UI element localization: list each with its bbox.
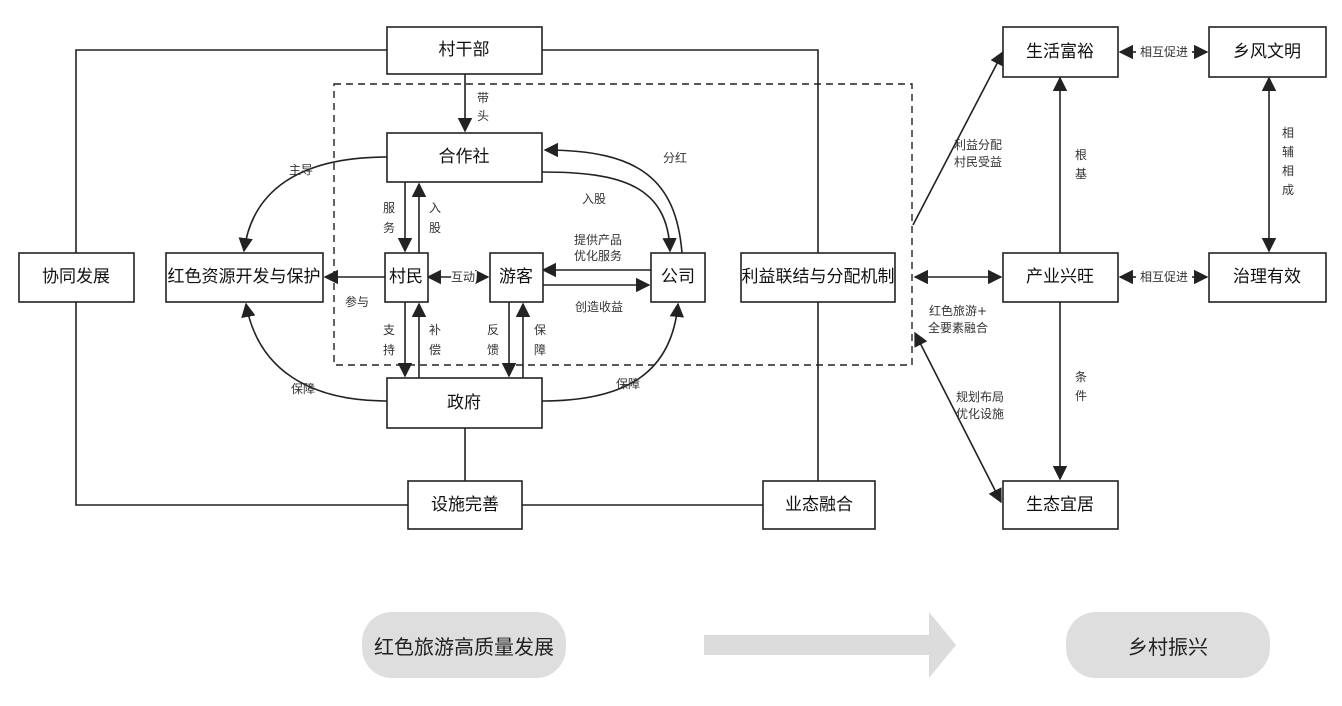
node-hongse: 红色资源开发与保护 [165,252,324,303]
label-fankui-1: 反 [487,323,499,337]
node-chanye-label: 产业兴旺 [1026,267,1094,287]
label-guihua-2: 优化设施 [956,407,1004,421]
label-tiaojian-2: 件 [1075,389,1087,403]
node-gongsi-label: 公司 [661,267,695,287]
label-baozhang-right: 保障 [616,376,640,391]
node-shenghuo-label: 生活富裕 [1026,42,1094,62]
label-rugu: 入股 [582,192,606,206]
outer-frame-lines [75,49,819,506]
label-hongselvyou-2: 全要素融合 [928,320,988,335]
node-chanye: 产业兴旺 [1002,252,1119,303]
label-fankui-2: 馈 [487,343,499,357]
node-shengtai: 生态宜居 [1002,480,1119,530]
label-liyifenpei-2: 村民受益 [954,155,1002,169]
label-baozhang-left: 保障 [291,381,315,396]
node-sheshi: 设施完善 [407,480,523,530]
label-buchang-2: 偿 [429,342,441,357]
label-fuwu-2: 务 [383,220,395,235]
bottom-pill-left: 红色旅游高质量发展 [362,612,566,678]
node-shenghuo: 生活富裕 [1002,26,1119,78]
node-youke: 游客 [489,252,544,303]
node-youke-label: 游客 [499,267,533,287]
node-zhili: 治理有效 [1208,252,1327,303]
node-xietong: 协同发展 [18,252,135,303]
label-xiangfu-2: 辅 [1282,145,1294,159]
node-cungan: 村干部 [386,26,543,75]
node-sheshi-label: 设施完善 [431,495,499,515]
node-shengtai-label: 生态宜居 [1026,495,1094,515]
label-xiangfu-1: 相 [1282,126,1294,140]
node-liyi-label: 利益联结与分配机制 [742,267,895,287]
label-xiangfu-4: 成 [1282,183,1294,197]
label-xiangfu-3: 相 [1282,164,1294,178]
label-guihua-1: 规划布局 [956,389,1004,404]
node-cunmin-label: 村民 [389,267,423,287]
label-hudong: 互动 [451,270,475,284]
label-xianghu-1: 相互促进 [1140,45,1188,59]
label-tigong-1: 提供产品 [574,232,622,247]
label-genji-2: 基 [1075,167,1087,181]
label-genji-1: 根 [1075,148,1087,162]
label-daitou-2: 头 [477,109,489,123]
node-hezuoshe-label: 合作社 [439,147,490,167]
label-canyu: 参与 [345,294,369,309]
node-hezuoshe: 合作社 [386,132,543,183]
node-xiangfeng-label: 乡风文明 [1233,42,1301,62]
node-gongsi: 公司 [650,252,706,303]
node-zhengfu-label: 政府 [447,393,481,413]
node-zhili-label: 治理有效 [1233,267,1301,287]
label-rugu-v-1: 入 [429,201,441,215]
label-zhichi-2: 持 [383,342,395,357]
bottom-pill-right: 乡村振兴 [1066,612,1270,678]
label-rugu-v-2: 股 [429,221,441,235]
node-cungan-label: 村干部 [439,40,490,60]
label-fuwu-1: 服 [383,201,395,215]
node-yetai: 业态融合 [762,480,876,530]
node-xietong-label: 协同发展 [42,267,110,287]
right-block-edges [912,44,1277,504]
node-liyi: 利益联结与分配机制 [740,252,896,303]
node-hongse-label: 红色资源开发与保护 [168,267,321,287]
label-liyifenpei-1: 利益分配 [954,138,1002,152]
node-xiangfeng: 乡风文明 [1208,26,1327,78]
node-zhengfu: 政府 [386,377,543,429]
label-baozhang-v-1: 保 [534,323,546,337]
label-daitou-1: 带 [477,91,489,105]
node-cunmin: 村民 [384,252,429,303]
label-zhudao: 主导 [289,163,313,177]
label-chuangzao: 创造收益 [575,300,623,314]
label-baozhang-v-2: 障 [534,342,546,357]
label-xianghu-2: 相互促进 [1140,270,1188,284]
big-right-arrow-icon [704,612,956,678]
left-block-edges [238,74,684,402]
edge-labels: 带 头 主导 服 务 入 股 分红 入股 提供产品 优化服务 互动 参与 创造收… [289,45,1294,421]
core-dashed-boundary [333,83,913,366]
label-tigong-2: 优化服务 [574,248,622,263]
label-hongselvyou-1: 红色旅游+ [929,303,987,318]
label-tiaojian-1: 条 [1075,370,1087,384]
label-fenhong: 分红 [663,150,687,165]
node-yetai-label: 业态融合 [785,495,853,515]
label-buchang-1: 补 [429,323,441,337]
label-zhichi-1: 支 [383,323,395,337]
